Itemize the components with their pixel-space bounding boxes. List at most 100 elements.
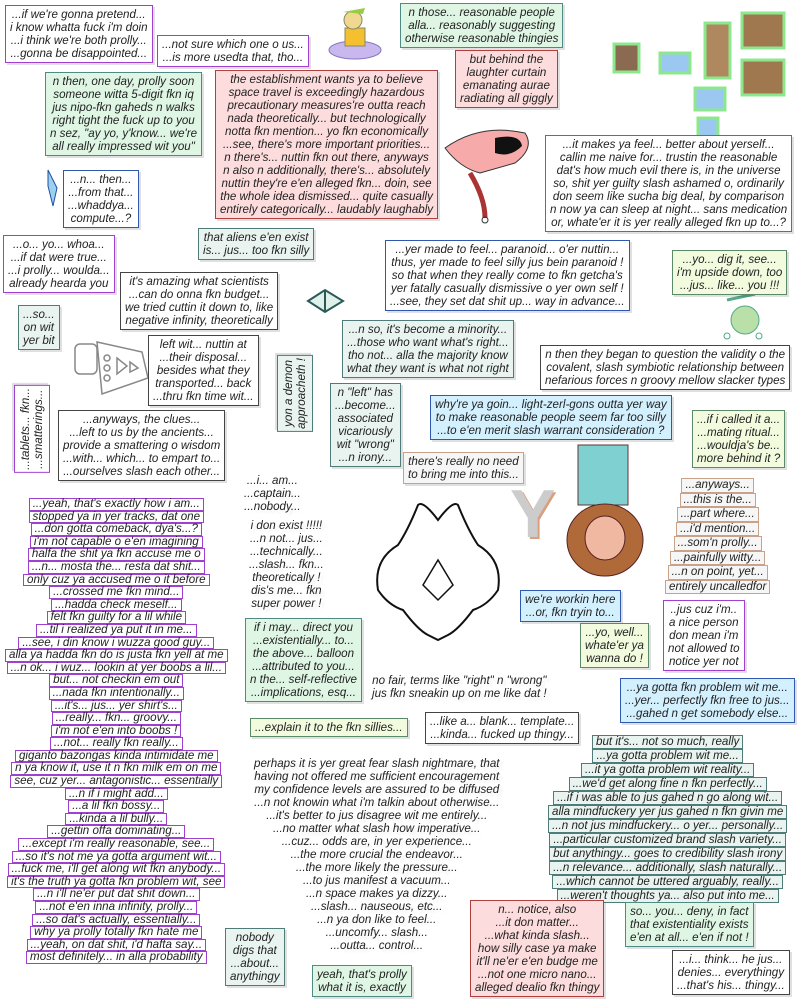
balloon-line: but it's... not so much, really [592, 735, 744, 749]
balloon-line: provide a smattering o wisdom [63, 439, 221, 452]
speech-balloon: i don exist !!!!!...n not... jus......te… [245, 517, 328, 612]
balloon-line: ...som'n prolly... [673, 536, 762, 551]
balloon-line: n there's... nuttin fkn out there, anywa… [224, 151, 429, 164]
balloon-line: nobody [235, 931, 274, 944]
balloon-line: entirely categorically... laudably laugh… [220, 203, 434, 216]
balloon-line: ...about... [230, 957, 279, 970]
balloon-line: ...left to us by the ancients... [69, 426, 214, 439]
balloon-line: ...n... mosta the... resta dat shit... [27, 561, 205, 574]
speech-balloon: ...yo... dig it, see...i'm upside down, … [672, 250, 788, 295]
balloon-line: ...n irony... [338, 451, 392, 464]
balloon-line: ...i'd mention... [676, 521, 760, 536]
balloon-line: jus fkn sneakin up on me like dat ! [372, 687, 547, 700]
balloon-line: emanating aurae [462, 79, 550, 92]
speech-balloon: ...not sure which one o us......is more … [157, 35, 309, 67]
balloon-line: ...this is the... [679, 492, 756, 507]
speech-balloon: we're workin here...or, fkn tryin to... [520, 590, 621, 622]
balloon-line: approacheth ! [295, 358, 308, 429]
balloon-line: ...yer... perfectly fkn free to jus... [625, 694, 790, 707]
balloon-line: ...that's his... thingy... [677, 979, 785, 992]
balloon-line: nefarious forces n groovy mellow slacker… [545, 374, 786, 387]
balloon-line: ...not... really fkn really... [49, 737, 183, 750]
balloon-line: ...no matter what slash how imperative..… [273, 822, 481, 835]
balloon-line: e'en at all... e'en if not ! [630, 931, 749, 944]
balloon-line: but behind the [469, 53, 544, 66]
speech-balloon: ...if we're gonna pretend...i know whatt… [5, 5, 153, 63]
balloon-line: tho not... alla the majority know [347, 349, 508, 362]
balloon-line: what it is, exactly [318, 981, 406, 994]
balloon-line: ...it's... jus... yer shirt's... [50, 699, 182, 713]
speech-balloon: ...explain it to the fkn sillies... [250, 718, 408, 737]
balloon-line: ...crossed me fkn mind... [49, 586, 184, 599]
balloon-line: ...i... think... he jus... [679, 953, 783, 966]
balloon-line: how silly case ya make [477, 942, 597, 955]
balloon-line: ...existentially... to... [253, 634, 354, 647]
balloon-line: ...it don matter... [495, 916, 579, 929]
balloon-line: is... jus... too fkn silly [203, 244, 310, 257]
balloon-line: felt fkn guilty for a lil while [46, 611, 187, 624]
speech-balloon: why're ya goin... light-zerl-gons outta … [430, 395, 672, 440]
speech-balloon: ...ya gotta fkn problem wit me......yer.… [620, 678, 795, 723]
balloon-line: ...kinda a lil bully... [65, 813, 168, 826]
balloon-line: that aliens e'en exist [203, 231, 309, 244]
balloon-line: callin me naive for... trustin the reaso… [559, 151, 778, 164]
balloon-line: ...n space makes ya dizzy... [305, 887, 448, 900]
speech-balloon: n... notice, also...it don matter......w… [470, 900, 605, 997]
balloon-line: n... notice, also [498, 903, 577, 916]
balloon-line: so, shit yer guilty slash ashamed o, ord… [553, 177, 784, 190]
balloon-line: ...the more likely the pressure... [295, 861, 458, 874]
balloon-line: anythingy [230, 970, 280, 983]
balloon-line: it's the truth ya gotta fkn problem wit,… [7, 876, 226, 889]
balloon-line: theoretically ! [252, 571, 321, 584]
balloon-line: ...a lil fkn bossy... [68, 800, 165, 813]
balloon-line: ...weren't thoughts ya... also put into … [556, 889, 779, 903]
balloon-line: right tight the fuck up to you [52, 114, 195, 127]
balloon-line: don mean i'm [669, 629, 739, 642]
balloon-line: i'm not capable o e'en imagining [29, 536, 203, 549]
balloon-line: ...n... then... [70, 173, 132, 186]
speech-balloon: ...anyways, the clues......left to us by… [58, 410, 226, 481]
balloon-line: i'm not e'en into boobs ! [51, 725, 182, 738]
balloon-line: ...it ya gotta problem wit reality... [580, 763, 755, 777]
robot-sketch-illustration [74, 341, 149, 396]
balloon-line: ...nobody... [244, 500, 301, 513]
balloon-line: stopped ya in yer tracks, dat one [28, 510, 205, 524]
upside-down-character-illustration [566, 444, 644, 577]
balloon-line: see, cuz yer... antagonistic... essentia… [10, 775, 223, 788]
balloon-line: transported... back [155, 377, 252, 390]
balloon-line: n "left" has [337, 386, 393, 399]
balloon-line: ...if i called it a... [697, 413, 781, 426]
balloon-line: alla ya hadda fkn do is justa fkn yell a… [5, 649, 228, 662]
balloon-line: otherwise reasonable thingies [405, 32, 559, 45]
balloon-line: vicariously [338, 425, 393, 438]
balloon-line: ...like a... blank... template... [430, 715, 575, 728]
balloon-line: ...if dat were true... [10, 251, 107, 264]
balloon-line: if i may... direct you [253, 621, 353, 634]
balloon-line: whate'er ya [585, 639, 644, 652]
balloon-line: dat's how much evil there is, in the uni… [556, 164, 781, 177]
balloon-line: alla... reasonably suggesting [408, 19, 556, 32]
balloon-line: ...is more usedta that, tho... [162, 51, 304, 64]
speech-balloon: ...anyways......this is the......part wh… [665, 478, 771, 594]
balloon-line: ...it's better to jus disagree wit me en… [266, 809, 488, 822]
balloon-line: ...not one micro nano... [477, 968, 597, 981]
balloon-line: radiating all giggly [460, 92, 553, 105]
balloon-line: ...i prolly... woulda... [8, 264, 110, 277]
balloon-line: precautionary measures're outta reach [227, 99, 426, 112]
balloon-line: ...we'd get along fine n fkn perfectly..… [568, 777, 767, 791]
balloon-line: we're workin here [525, 593, 616, 606]
balloon-line: there's really no need [408, 455, 519, 468]
balloon-line: ...yer made to feel... paranoid... o'er … [395, 243, 620, 256]
balloon-line: ...n not... jus... [249, 532, 323, 545]
balloon-line: ...jus... like... you !!! [680, 279, 780, 292]
balloon-line: my confidence levels are assured to be d… [254, 783, 500, 796]
balloon-line: ...wouldja's be... [697, 439, 780, 452]
balloon-line: ...whaddya... [68, 199, 134, 212]
